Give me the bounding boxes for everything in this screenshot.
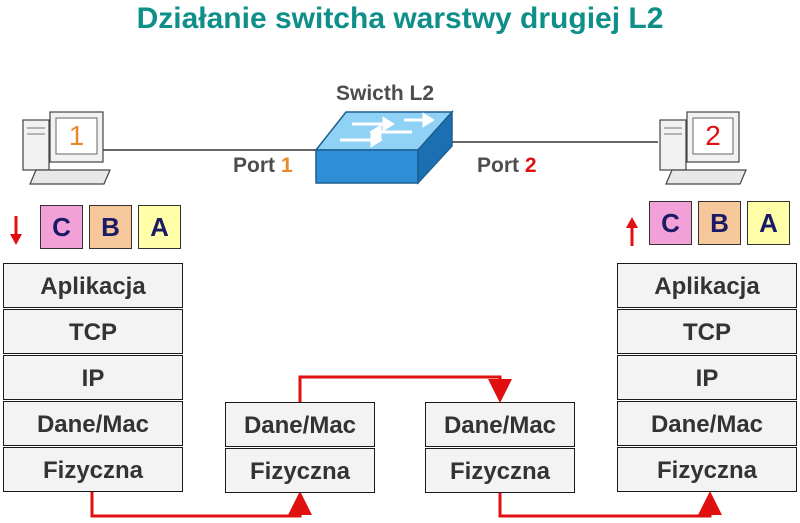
left-layer-ip: IP <box>3 355 183 400</box>
right-layer-tcp: TCP <box>617 309 797 354</box>
block-a-left: A <box>138 205 181 249</box>
left-layer-tcp: TCP <box>3 309 183 354</box>
switch-in-layer-physical: Fizyczna <box>225 448 375 493</box>
right-layer-physical: Fizyczna <box>617 447 797 492</box>
diagram-title: Działanie switcha warstwy drugiej L2 <box>136 2 664 35</box>
up-arrow-icon <box>626 217 638 246</box>
block-c-right: C <box>649 201 692 245</box>
port-1-number: 1 <box>280 154 293 177</box>
computer-1-icon <box>22 111 111 185</box>
right-layer-ip: IP <box>617 355 797 400</box>
block-c-left: C <box>40 205 83 249</box>
left-layer-application: Aplikacja <box>3 263 183 308</box>
block-a-right: A <box>747 201 790 245</box>
switch-label: Swicth L2 <box>336 82 435 105</box>
computer-2-icon <box>659 111 747 185</box>
switch-out-layer-physical: Fizyczna <box>425 448 575 493</box>
port-2-text: Port <box>477 154 525 177</box>
switch-icon <box>314 110 454 185</box>
flow-arrow-switch-internal <box>298 375 512 403</box>
host-1-number: 1 <box>68 120 85 151</box>
left-layer-datalink: Dane/Mac <box>3 401 183 446</box>
down-arrow-icon <box>10 216 22 245</box>
flow-arrow-host1-to-switch <box>90 491 312 518</box>
port-2-label: Port 2 <box>477 154 537 178</box>
block-b-right: B <box>698 201 741 245</box>
right-layer-application: Aplikacja <box>617 263 797 308</box>
block-b-left: B <box>89 205 132 249</box>
port-1-text: Port <box>233 154 281 177</box>
switch-in-layer-datalink: Dane/Mac <box>225 402 375 447</box>
flow-arrow-switch-to-host2 <box>498 491 722 518</box>
right-layer-datalink: Dane/Mac <box>617 401 797 446</box>
host-2-number: 2 <box>705 120 721 151</box>
port-1-label: Port 1 <box>233 154 293 178</box>
switch-out-layer-datalink: Dane/Mac <box>425 402 575 447</box>
left-layer-physical: Fizyczna <box>3 447 183 492</box>
port-2-number: 2 <box>524 154 537 177</box>
